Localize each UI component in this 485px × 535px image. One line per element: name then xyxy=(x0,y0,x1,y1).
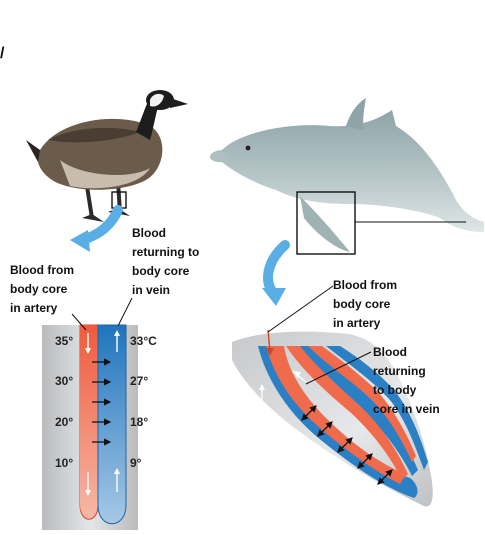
dolphin-vein-label-line-4: core in vein xyxy=(373,402,440,416)
vein-temp-2: 27° xyxy=(130,374,148,388)
vein-temp-3: 18° xyxy=(130,415,148,429)
goose-illustration xyxy=(26,90,188,222)
dolphin-artery-label-line-2: body core xyxy=(333,297,391,311)
corner-mark: / xyxy=(0,45,5,62)
vein-temp-1: 33°C xyxy=(130,334,157,348)
goose-vein xyxy=(98,325,126,524)
dolphin-pointer-arrow xyxy=(268,245,285,294)
goose-vein-label-line-1: Blood xyxy=(132,226,166,240)
vein-temp-4: 9° xyxy=(130,456,142,470)
artery-temp-2: 30° xyxy=(55,374,73,388)
artery-temp-4: 10° xyxy=(55,456,73,470)
dolphin-vein-label-line-2: returning xyxy=(373,364,426,378)
goose-artery-label-line-1: Blood from xyxy=(10,263,74,277)
artery-temp-1: 35° xyxy=(55,334,73,348)
goose-vein-label-line-2: returning to xyxy=(132,245,199,259)
dolphin-artery-label-line-3: in artery xyxy=(333,316,381,330)
dolphin-vein-label-line-1: Blood xyxy=(373,345,407,359)
dolphin-vein-label-line-3: to body xyxy=(373,383,417,397)
goose-vein-label-line-4: in vein xyxy=(132,283,170,297)
artery-temp-3: 20° xyxy=(55,415,73,429)
goose-vein-label-line-3: body core xyxy=(132,264,190,278)
dolphin-illustration xyxy=(210,98,484,252)
dolphin-artery-label-line-1: Blood from xyxy=(333,278,397,292)
goose-artery-label-line-2: body core xyxy=(10,282,68,296)
goose-artery-label-line-3: in artery xyxy=(10,301,58,315)
